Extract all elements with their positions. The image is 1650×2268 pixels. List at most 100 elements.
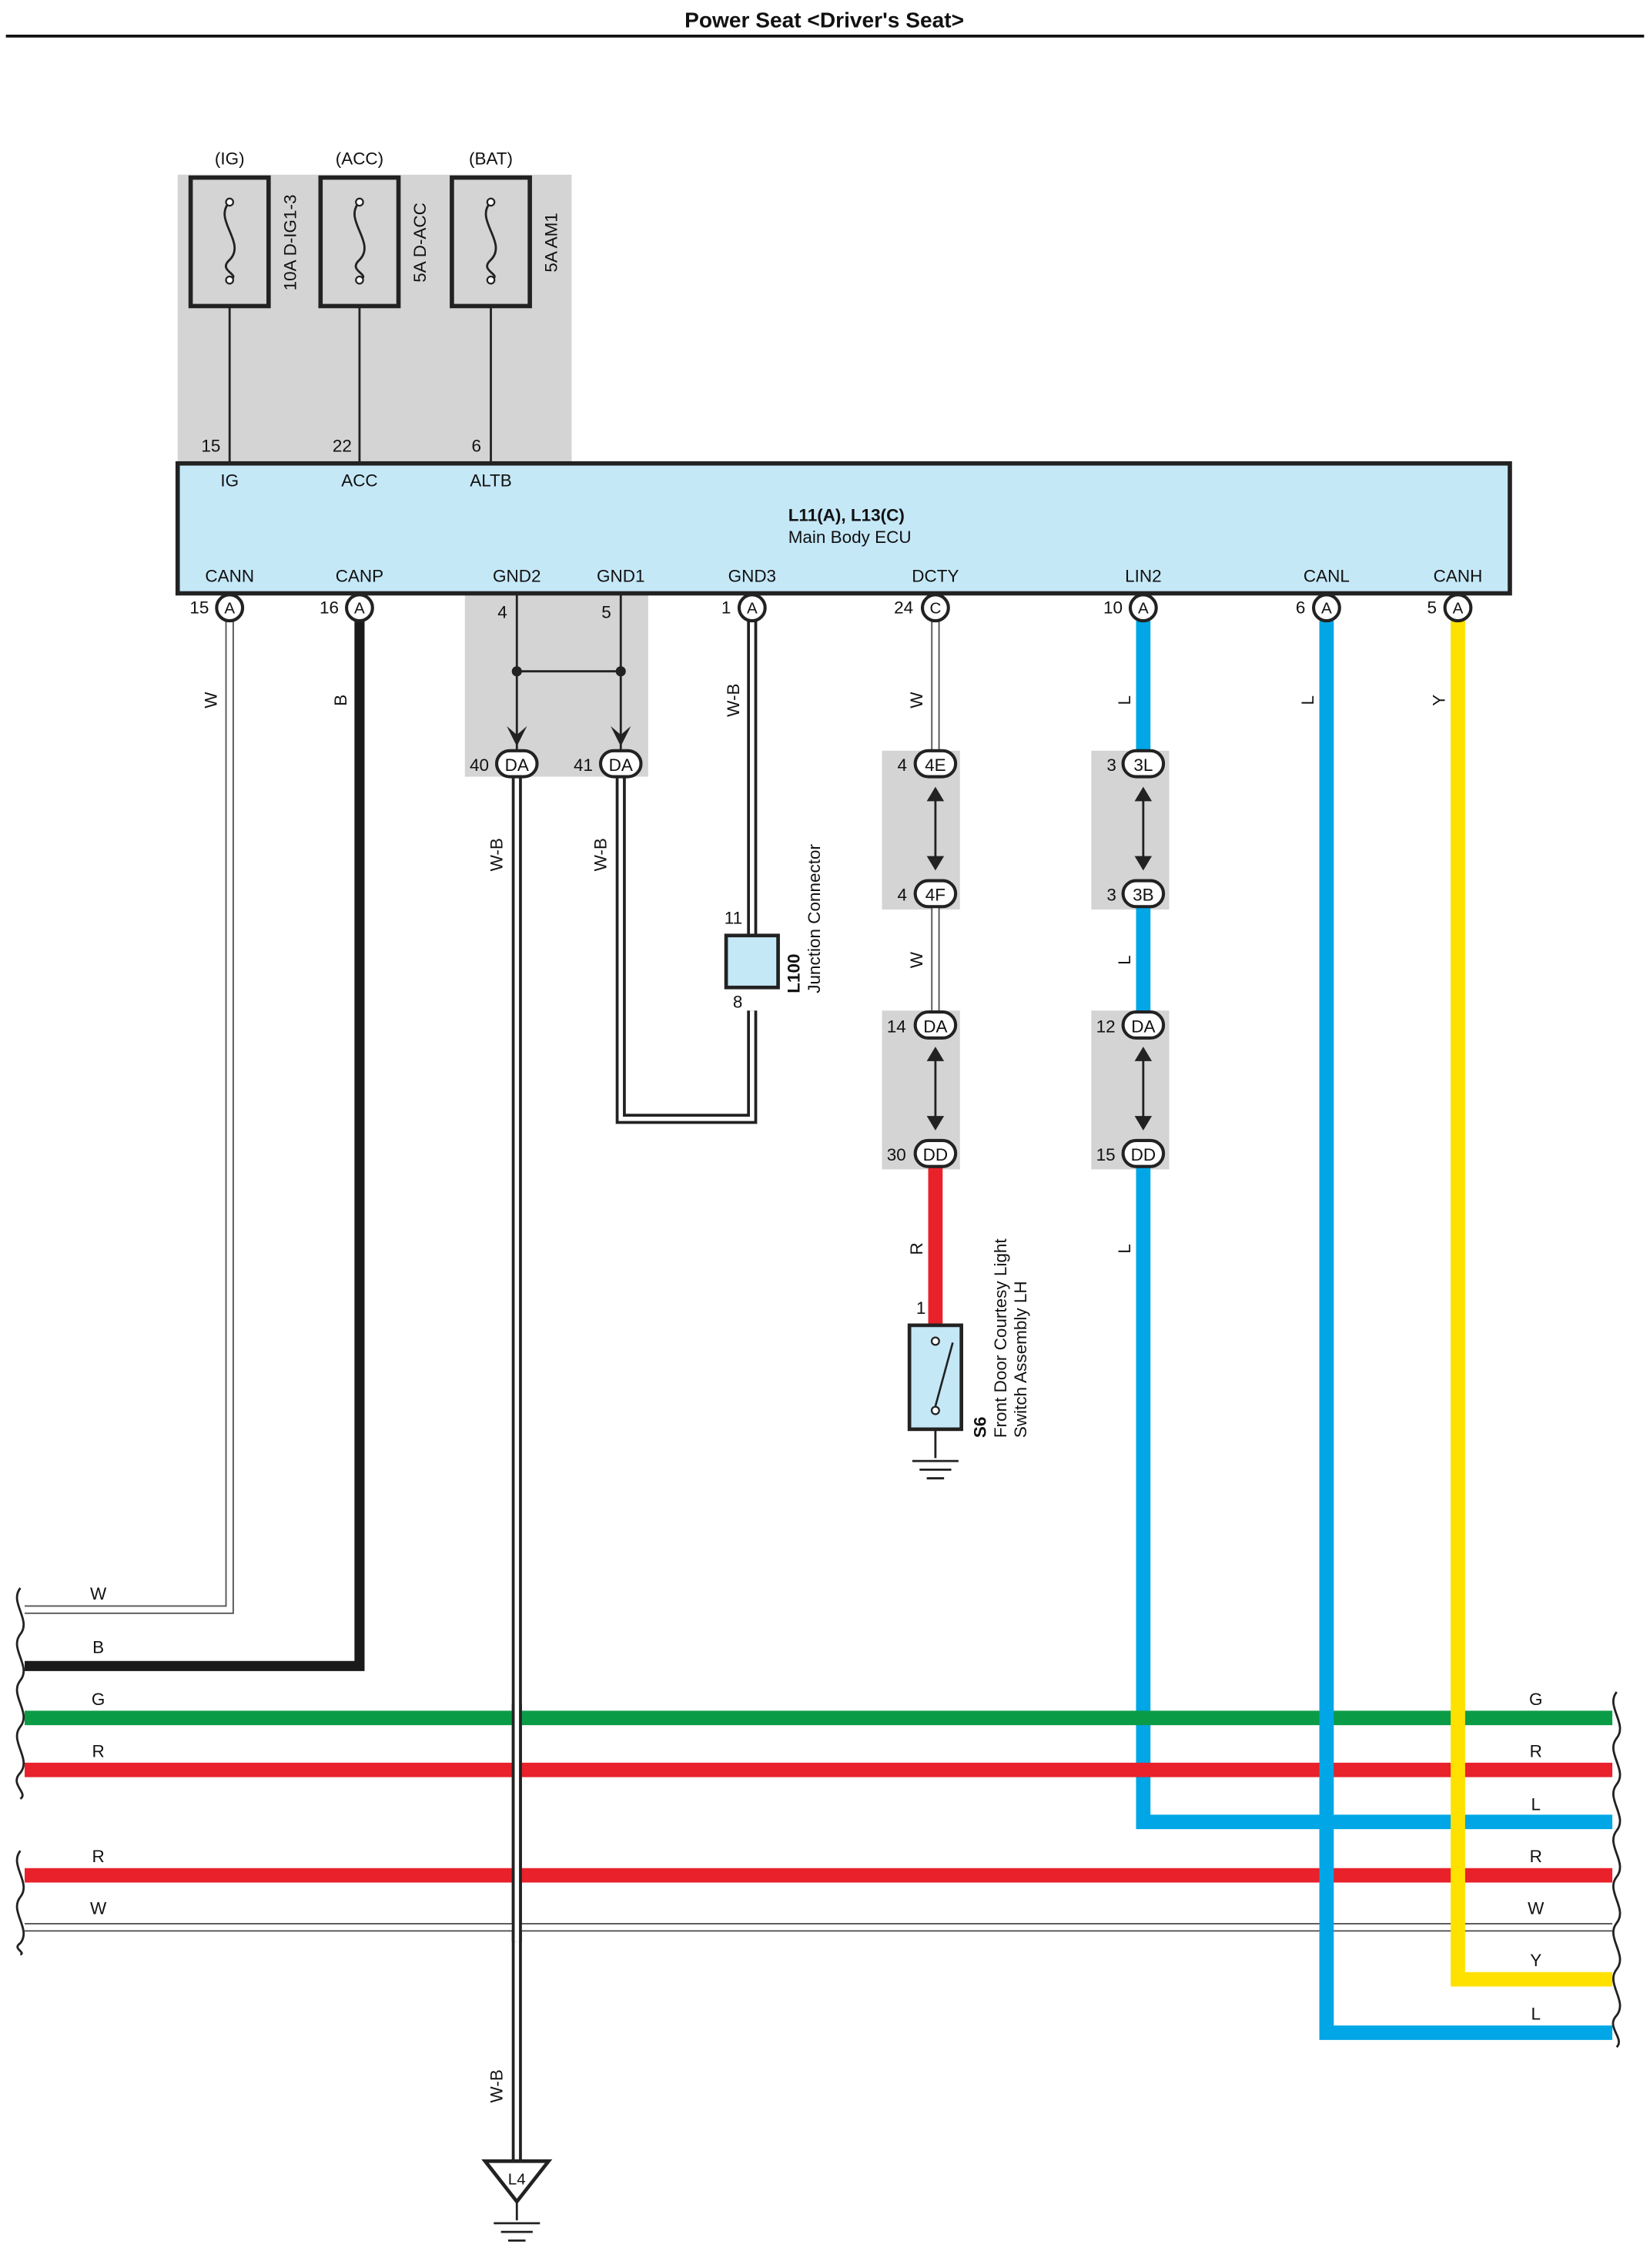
wire-color-label: W-B — [724, 684, 743, 717]
wire-color-label: W-B — [487, 2069, 507, 2102]
svg-text:A: A — [224, 600, 235, 618]
svg-text:DD: DD — [923, 1145, 948, 1164]
svg-text:R: R — [1530, 1847, 1542, 1866]
fuse-pin: 15 — [201, 437, 220, 456]
svg-text:6: 6 — [1296, 598, 1306, 618]
terminal-dcty: C 24 — [894, 593, 950, 623]
left-break-marks — [15, 1587, 25, 1956]
svg-text:A: A — [1321, 600, 1332, 618]
svg-text:3: 3 — [1106, 755, 1116, 775]
left-bus-labels: W B G R R W — [90, 1584, 107, 1918]
wire-color-label: W-B — [487, 838, 507, 871]
svg-text:DD: DD — [1131, 1145, 1156, 1164]
fuse-source-label: (ACC) — [336, 149, 383, 169]
connector-4e: 4E 4 — [898, 749, 958, 779]
wire-canl: L — [1298, 621, 1613, 2040]
fuse-name: 10A D-IG1-3 — [280, 194, 300, 290]
ecu-top-terminal: IG — [220, 471, 239, 491]
svg-text:DA: DA — [923, 1017, 947, 1036]
svg-text:15: 15 — [189, 598, 209, 618]
wire-color-label: L — [1115, 1244, 1134, 1254]
wire-canp: B — [25, 621, 365, 1671]
fuse-source-label: (IG) — [215, 149, 245, 169]
wire-color-label: W — [907, 692, 926, 709]
wire-color-label: W — [201, 692, 220, 709]
ecu-top-terminal: ALTB — [470, 471, 512, 491]
svg-text:R: R — [92, 1847, 105, 1866]
terminal-canp: A 16 — [320, 593, 374, 623]
ecu-terminal-name: GND2 — [493, 566, 541, 585]
svg-text:DA: DA — [1131, 1017, 1155, 1036]
svg-text:W: W — [1528, 1899, 1545, 1918]
svg-text:G: G — [92, 1690, 105, 1709]
svg-text:4E: 4E — [925, 755, 946, 775]
wire-dcty: W W R — [907, 621, 945, 1325]
svg-text:DA: DA — [505, 755, 529, 775]
dcty-connectors: 4E 4 4F 4 DA 14 DD 30 — [887, 749, 958, 1168]
wire-color-label: B — [331, 695, 350, 706]
fuse-name: 5A AM1 — [542, 213, 561, 273]
connector-3b: 3B 3 — [1106, 879, 1166, 909]
courtesy-light-switch-s6: 1 S6 Front Door Courtesy Light Switch As… — [907, 1238, 1030, 1479]
svg-text:12: 12 — [1096, 1017, 1116, 1036]
ecu-terminal-name: DCTY — [912, 566, 959, 585]
main-body-ecu: IG ACC ALTB L11(A), L13(C) Main Body ECU… — [175, 461, 1512, 596]
fuse-pin: 22 — [333, 437, 352, 456]
ground-icon — [494, 2222, 541, 2242]
da-junction-shade — [464, 595, 648, 777]
right-bus-labels: G R L R W Y L — [1528, 1690, 1545, 2024]
wire-lin2: L L L — [1115, 621, 1613, 1830]
svg-text:W: W — [90, 1584, 107, 1603]
ecu-terminal-name: CANH — [1434, 566, 1483, 585]
terminal-canl: A 6 — [1296, 593, 1341, 623]
lin-connectors: 3L 3 3B 3 DA 12 DD 15 — [1096, 749, 1166, 1168]
junction-code: L100 — [785, 953, 804, 993]
ground-point-l4: L4 — [481, 2159, 553, 2242]
svg-text:14: 14 — [887, 1017, 906, 1036]
right-break-marks — [1612, 1691, 1622, 2049]
svg-text:41: 41 — [574, 755, 593, 775]
ecu-terminal-name: CANP — [336, 566, 383, 585]
fuse-icon — [223, 201, 236, 281]
wire-gnd3-wb: W-B — [724, 621, 758, 936]
switch-pin: 1 — [916, 1298, 926, 1318]
svg-text:15: 15 — [1096, 1145, 1116, 1164]
svg-text:Y: Y — [1530, 1951, 1541, 1970]
fuse-acc: (ACC) 5A D-ACC 22 — [318, 149, 430, 464]
svg-text:30: 30 — [887, 1145, 906, 1164]
wire-color-label: L — [1298, 695, 1317, 705]
svg-text:R: R — [1530, 1741, 1542, 1760]
switch-code: S6 — [971, 1417, 990, 1439]
svg-text:4F: 4F — [925, 886, 945, 905]
svg-text:W: W — [90, 1899, 107, 1918]
ground-icon — [912, 1459, 959, 1479]
switch-name-line1: Front Door Courtesy Light — [991, 1238, 1010, 1438]
ground-code: L4 — [508, 2170, 526, 2188]
wire-color-label: L — [1115, 695, 1134, 705]
svg-text:R: R — [92, 1741, 105, 1760]
svg-text:G: G — [1529, 1690, 1543, 1709]
svg-text:3: 3 — [1106, 886, 1116, 905]
terminal-gnd3: A 1 — [721, 593, 767, 623]
ground-splice: 4 5 — [497, 593, 631, 751]
terminal-canh: A 5 — [1427, 593, 1473, 623]
connector-da-41: DA 41 — [574, 749, 643, 779]
ecu-output-pins: A 15 A 16 A 1 C 24 A 10 A 6 — [189, 593, 1473, 623]
ecu-terminal-name: GND3 — [728, 566, 776, 585]
page-title: Power Seat <Driver's Seat> — [684, 8, 964, 32]
wire-gnd2-wb: W-B W-B — [487, 776, 522, 2166]
wire-canh: Y — [1430, 621, 1613, 1987]
ecu-code: L11(A), L13(C) — [788, 506, 905, 525]
switch-name-line2: Switch Assembly LH — [1011, 1281, 1030, 1438]
ecu-top-terminal: ACC — [341, 471, 377, 491]
svg-text:3L: 3L — [1133, 755, 1153, 775]
svg-text:A: A — [354, 600, 365, 618]
fuse-name: 5A D-ACC — [410, 203, 430, 283]
svg-text:16: 16 — [320, 598, 339, 618]
svg-text:L: L — [1531, 2005, 1541, 2024]
bus-lines — [25, 1710, 1613, 1932]
wire-color-label: W-B — [591, 838, 610, 871]
connector-da-14: DA 14 — [887, 1010, 958, 1040]
connector-3l: 3L 3 — [1106, 749, 1166, 779]
fuse-source-label: (BAT) — [469, 149, 513, 169]
